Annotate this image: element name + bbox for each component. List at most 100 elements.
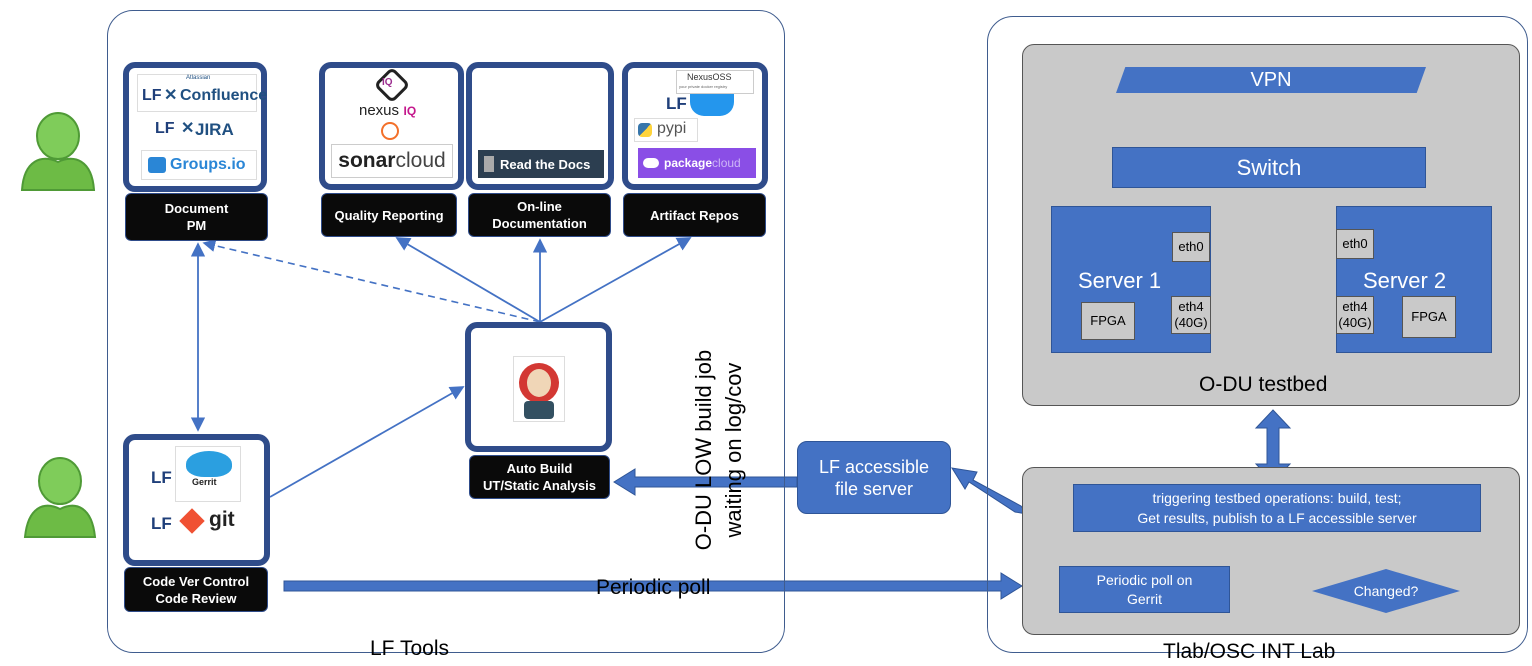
document-pm-line2: PM — [186, 218, 207, 233]
iq-label: IQ — [403, 104, 417, 118]
jenkins-head-icon — [527, 369, 551, 397]
atlassian-label: Atlassian — [186, 75, 211, 81]
packagecloud-label: package — [664, 156, 713, 170]
server1-fpga: FPGA — [1081, 302, 1135, 340]
packagecloud-label-light: cloud — [712, 156, 741, 170]
vertical-note: O-DU LOW build job waiting on log/cov — [684, 300, 774, 551]
lf-tools-panel — [107, 10, 785, 653]
trigger-ops-box[interactable]: triggering testbed operations: build, te… — [1073, 484, 1481, 532]
pypi-label: pypi — [657, 120, 687, 137]
jenkins-line2: UT/Static Analysis — [483, 478, 596, 493]
nexusoss-sub-label: your private docker registry — [679, 84, 728, 89]
lf-label: LF — [151, 514, 172, 533]
poll-gerrit-line1: Periodic poll on — [1096, 571, 1193, 588]
server2-eth4-line1: eth4 — [1342, 299, 1368, 314]
sonarcloud-icon — [381, 122, 399, 140]
docker-icon — [690, 94, 734, 116]
git-logo: git — [175, 506, 245, 538]
online-documentation-tile[interactable]: Read the Docs — [466, 62, 614, 190]
server2-eth0: eth0 — [1336, 229, 1374, 259]
docs-line2: Documentation — [492, 216, 587, 231]
lf-label: LF — [151, 468, 172, 487]
jenkins-label: Auto Build UT/Static Analysis — [469, 455, 610, 499]
vertical-note-line2: waiting on log/cov — [721, 362, 746, 538]
avatar-user-top — [16, 100, 100, 192]
lf-label: LF — [155, 120, 175, 137]
git-label: git — [209, 508, 235, 531]
code-line1: Code Ver Control — [142, 573, 250, 589]
groupsio-icon — [148, 157, 166, 173]
arrow-tlab-to-fileserver — [950, 467, 1029, 515]
arrow-periodic-poll — [283, 572, 1023, 600]
server2-label: Server 2 — [1363, 268, 1447, 293]
tlab-panel — [987, 16, 1528, 653]
quality-reporting-label: Quality Reporting — [321, 193, 457, 237]
gerrit-bird-icon — [186, 451, 232, 477]
readthedocs-icon — [484, 156, 494, 172]
git-icon — [179, 508, 205, 534]
dashed-arrow-jenkins-to-document — [202, 239, 541, 323]
jenkins-body-icon — [524, 401, 554, 419]
switch-box[interactable]: Switch — [1112, 147, 1426, 188]
jenkins-line1: Auto Build — [506, 461, 573, 476]
packagecloud-icon — [643, 158, 659, 168]
server1-eth0: eth0 — [1172, 232, 1210, 262]
document-pm-tile[interactable]: Atlassian LF ✕ Confluence LF ✕ JIRA Grou… — [123, 62, 267, 192]
tlab-label: Tlab/OSC INT Lab — [1163, 640, 1336, 663]
server2-fpga: FPGA — [1402, 296, 1456, 338]
artifact-repos-tile[interactable]: NexusOSS your private docker registry LF… — [622, 62, 768, 190]
document-pm-line1: Document — [164, 201, 229, 216]
cloud-label: cloud — [395, 149, 446, 172]
nexusoss-logo: NexusOSS your private docker registry — [676, 70, 754, 94]
gerrit-label: Gerrit — [192, 477, 217, 487]
poll-gerrit-box[interactable]: Periodic poll on Gerrit — [1059, 566, 1230, 613]
arrow-jenkins-to-quality — [395, 237, 541, 323]
jira-icon: ✕ — [181, 120, 195, 137]
trigger-line1: triggering testbed operations: build, te… — [1152, 490, 1402, 506]
file-server-line2: file server — [834, 478, 914, 499]
groupsio-label: Groups.io — [170, 156, 246, 173]
lf-tools-label: LF Tools — [370, 637, 449, 660]
gerrit-logo: Gerrit — [175, 446, 241, 502]
python-icon — [638, 123, 652, 137]
vertical-note-line1: O-DU LOW build job — [691, 349, 716, 551]
trigger-line2: Get results, publish to a LF accessible … — [1137, 510, 1417, 526]
avatar-user-bottom — [20, 447, 100, 539]
code-ver-control-label: Code Ver Control Code Review — [124, 567, 268, 612]
server1-eth4: eth4 (40G) — [1171, 296, 1211, 334]
lf-file-server-box[interactable]: LF accessible file server — [797, 441, 951, 514]
confluence-icon: ✕ — [164, 87, 178, 104]
pypi-logo: pypi — [634, 118, 698, 142]
code-ver-control-tile[interactable]: LF Gerrit LF git — [123, 434, 270, 566]
periodic-poll-label: Periodic poll — [596, 576, 711, 599]
nexusoss-label: NexusOSS — [687, 72, 732, 82]
readthedocs-label: Read the Docs — [500, 156, 591, 172]
nexus-iq-logo: nexus IQ — [359, 102, 449, 119]
server1-label: Server 1 — [1078, 268, 1162, 293]
jenkins-tile[interactable] — [465, 322, 612, 452]
online-documentation-label: On-line Documentation — [468, 193, 611, 237]
server1-eth4-line2: (40G) — [1174, 315, 1208, 330]
nexus-label: nexus — [359, 102, 400, 119]
poll-gerrit-line2: Gerrit — [1127, 590, 1162, 607]
lf-label: LF — [142, 87, 162, 104]
nexus-iq-icon-text: IQ — [382, 77, 393, 88]
odu-testbed-label: O-DU testbed — [1199, 373, 1328, 396]
server1-eth4-line1: eth4 — [1178, 299, 1204, 314]
arrow-code-to-jenkins — [269, 386, 465, 498]
readthedocs-logo: Read the Docs — [478, 150, 604, 178]
confluence-label: Confluence — [180, 87, 268, 104]
vertical-note-text: O-DU LOW build job waiting on log/cov — [689, 325, 769, 575]
lf-label: LF — [666, 94, 687, 113]
vpn-box[interactable]: VPN — [1116, 67, 1426, 93]
sonar-label: sonar — [338, 149, 396, 172]
jenkins-icon — [513, 356, 565, 422]
groupsio-logo: Groups.io — [141, 150, 257, 180]
server2-eth4: eth4 (40G) — [1336, 296, 1374, 334]
file-server-line1: LF accessible — [818, 456, 930, 477]
code-line2: Code Review — [155, 590, 237, 606]
arrow-jenkins-to-artifacts — [539, 237, 692, 323]
